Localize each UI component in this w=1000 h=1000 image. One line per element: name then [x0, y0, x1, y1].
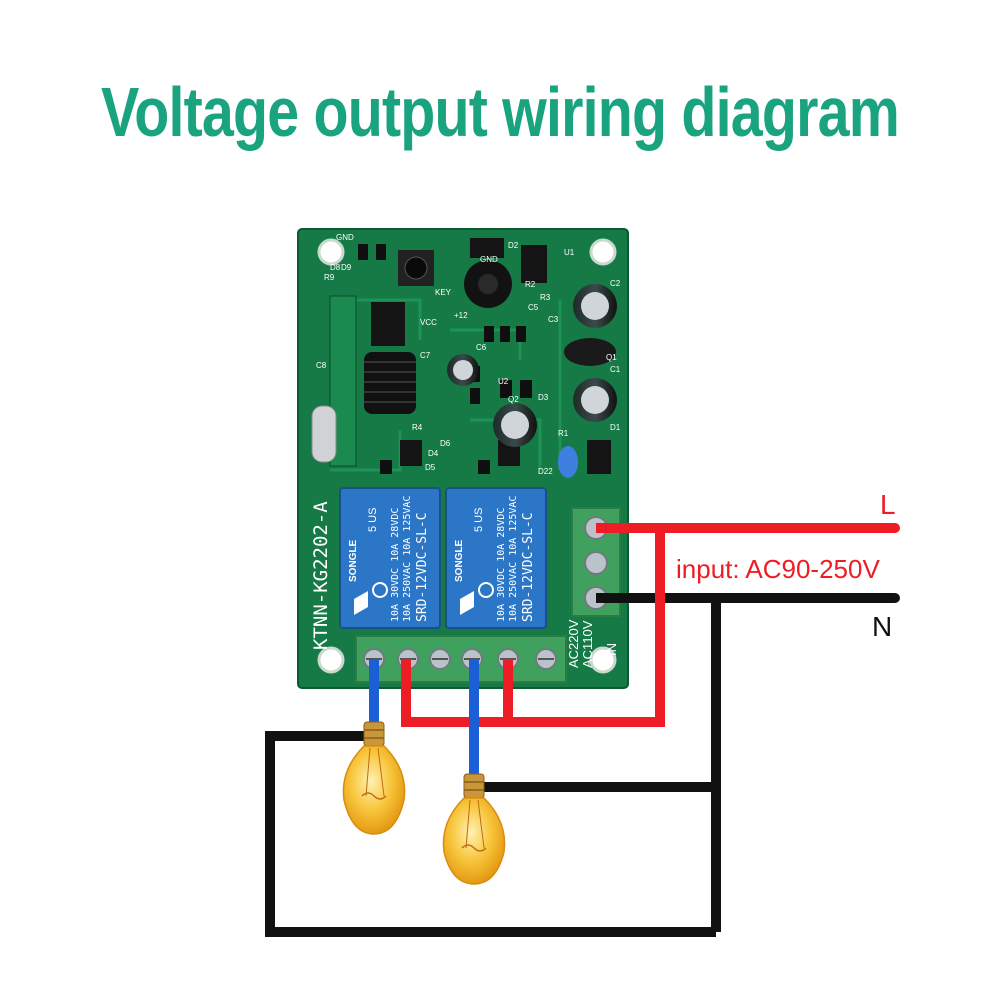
svg-text:U2: U2	[498, 377, 509, 386]
svg-text:C6: C6	[476, 343, 487, 352]
svg-text:R2: R2	[525, 280, 536, 289]
ic-chip	[521, 245, 547, 283]
relay-1: SRD-12VDC-SL-C 10A 250VAC 10A 125VAC 10A…	[339, 487, 441, 629]
live-down-wire	[401, 528, 665, 727]
neutral-label: N	[872, 611, 892, 642]
svg-text:D4: D4	[428, 449, 439, 458]
mount-hole-br	[589, 646, 617, 674]
load-wires	[369, 659, 479, 780]
neutral-wires	[265, 593, 895, 937]
relay-model: SRD-12VDC-SL-C	[415, 512, 430, 622]
svg-text:GND: GND	[336, 233, 354, 242]
mount-hole-tr	[589, 238, 617, 266]
diode	[558, 446, 578, 478]
relay-brand: SONGLE	[348, 539, 359, 582]
svg-text:GND: GND	[480, 255, 498, 264]
svg-text:D22: D22	[538, 467, 553, 476]
relay-model: SRD-12VDC-SL-C	[521, 512, 536, 622]
terminal-label-in: IN	[604, 643, 619, 656]
relay-rating-dc: 10A 30VDC 10A 28VDC	[496, 508, 507, 622]
svg-text:Q2: Q2	[508, 395, 519, 404]
svg-text:R3: R3	[540, 293, 551, 302]
relay-rating-ac: 10A 250VAC 10A 125VAC	[402, 496, 413, 622]
input-voltage-label: input: AC90-250V	[676, 554, 880, 584]
relay-rating-dc: 10A 30VDC 10A 28VDC	[390, 508, 401, 622]
live-wires	[401, 523, 895, 727]
svg-text:D6: D6	[440, 439, 451, 448]
svg-text:R4: R4	[412, 423, 423, 432]
svg-text:U1: U1	[564, 248, 575, 257]
relay-us-mark: 5 US	[367, 508, 379, 532]
relay-2: SRD-12VDC-SL-C 10A 250VAC 10A 125VAC 10A…	[445, 487, 547, 629]
svg-text:KEY: KEY	[435, 288, 452, 297]
relay-brand: SONGLE	[454, 539, 465, 582]
svg-text:D1: D1	[610, 423, 621, 432]
page-title: Voltage output wiring diagram	[101, 73, 900, 151]
ic-chip	[587, 440, 611, 474]
relay-rating-ac: 10A 250VAC 10A 125VAC	[508, 496, 519, 622]
output-terminal-block	[355, 635, 567, 683]
bulb-1	[342, 721, 406, 835]
ic-chip	[470, 238, 504, 258]
board-model: KTNN-KG2202-A	[310, 501, 332, 650]
svg-text:D5: D5	[425, 463, 436, 472]
terminal-label-ac110v: AC110V	[580, 620, 595, 668]
svg-text:C8: C8	[316, 361, 327, 370]
svg-text:C2: C2	[610, 279, 621, 288]
svg-text:D8: D8	[330, 263, 341, 272]
neutral-loop-wire	[265, 731, 716, 937]
relay-us-mark: 5 US	[473, 508, 485, 532]
svg-text:R1: R1	[558, 429, 569, 438]
mount-hole-tl	[317, 238, 345, 266]
svg-text:C1: C1	[610, 365, 621, 374]
svg-text:D9: D9	[341, 263, 352, 272]
bulb-2	[442, 773, 506, 885]
mount-hole-bl	[317, 646, 345, 674]
live-label: L	[880, 489, 896, 520]
svg-text:C3: C3	[548, 315, 559, 324]
crystal	[311, 405, 337, 463]
svg-text:Q1: Q1	[606, 353, 617, 362]
svg-text:VCC: VCC	[420, 318, 437, 327]
svg-text:R9: R9	[324, 273, 335, 282]
ic-chip	[400, 440, 422, 466]
svg-text:+12: +12	[454, 311, 468, 320]
ic-chip	[371, 302, 405, 346]
capacitors	[447, 284, 617, 447]
svg-text:C5: C5	[528, 303, 539, 312]
svg-text:D2: D2	[508, 241, 519, 250]
terminal-label-ac220v: AC220V	[566, 619, 581, 668]
svg-text:C7: C7	[420, 351, 431, 360]
svg-text:D3: D3	[538, 393, 549, 402]
